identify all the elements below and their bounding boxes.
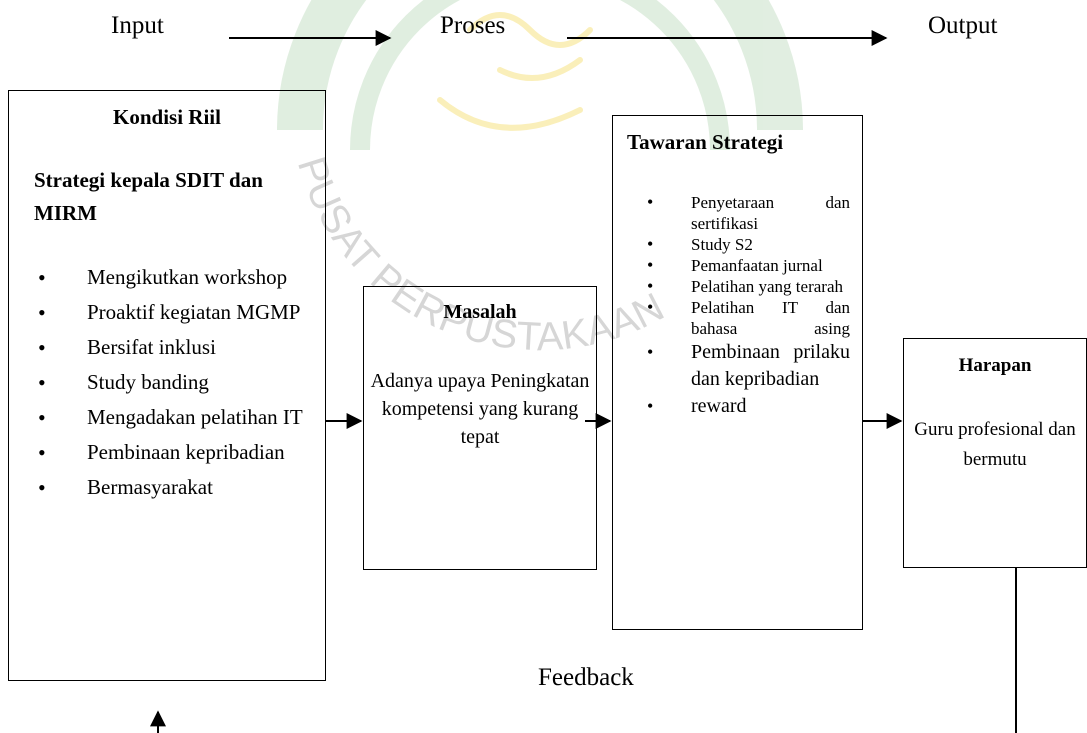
header-proses: Proses (440, 12, 506, 39)
kondisi-riil-box: Kondisi Riil Strategi kepala SDIT dan MI… (8, 90, 326, 681)
list-item: Mengadakan pelatihan IT (34, 401, 324, 433)
header-output: Output (928, 12, 998, 39)
feedback-label: Feedback (538, 664, 634, 691)
kondisi-riil-list: Mengikutkan workshop Proaktif kegiatan M… (34, 261, 324, 506)
masalah-title: Masalah (443, 301, 517, 323)
tawaran-strategi-title: Tawaran Strategi (627, 130, 784, 154)
masalah-body: Adanya upaya Peningkatan kompetensi yang… (370, 370, 590, 448)
list-item: Pemanfaatan jurnal (645, 255, 850, 276)
harapan-box: Harapan Guru profesional dan bermutu (903, 338, 1087, 568)
tawaran-strategi-list: Penyetaraan dan sertifikasi Study S2 Pem… (645, 192, 850, 420)
harapan-title: Harapan (958, 355, 1032, 376)
list-item: Pembinaan kepribadian (34, 436, 324, 468)
kondisi-riil-subtitle: Strategi kepala SDIT dan MIRM (34, 168, 263, 225)
kondisi-riil-title: Kondisi Riil (113, 105, 221, 129)
list-item: Bersifat inklusi (34, 331, 324, 363)
list-item: Penyetaraan dan sertifikasi (645, 192, 850, 234)
list-item: Proaktif kegiatan MGMP (34, 296, 324, 328)
list-item: Pelatihan yang terarah (645, 276, 850, 297)
masalah-box: Masalah Adanya upaya Peningkatan kompete… (363, 286, 597, 570)
tawaran-strategi-box: Tawaran Strategi Penyetaraan dan sertifi… (612, 115, 863, 630)
header-input: Input (111, 12, 164, 39)
list-item: reward (645, 393, 850, 420)
list-item: Pelatihan IT dan bahasa asing (645, 297, 850, 339)
list-item: Bermasyarakat (34, 471, 324, 503)
harapan-body: Guru profesional dan bermutu (914, 419, 1076, 470)
list-item: Study S2 (645, 234, 850, 255)
list-item: Study banding (34, 366, 324, 398)
list-item: Mengikutkan workshop (34, 261, 324, 293)
list-item: Pembinaan prilaku dan kepribadian (645, 339, 850, 393)
